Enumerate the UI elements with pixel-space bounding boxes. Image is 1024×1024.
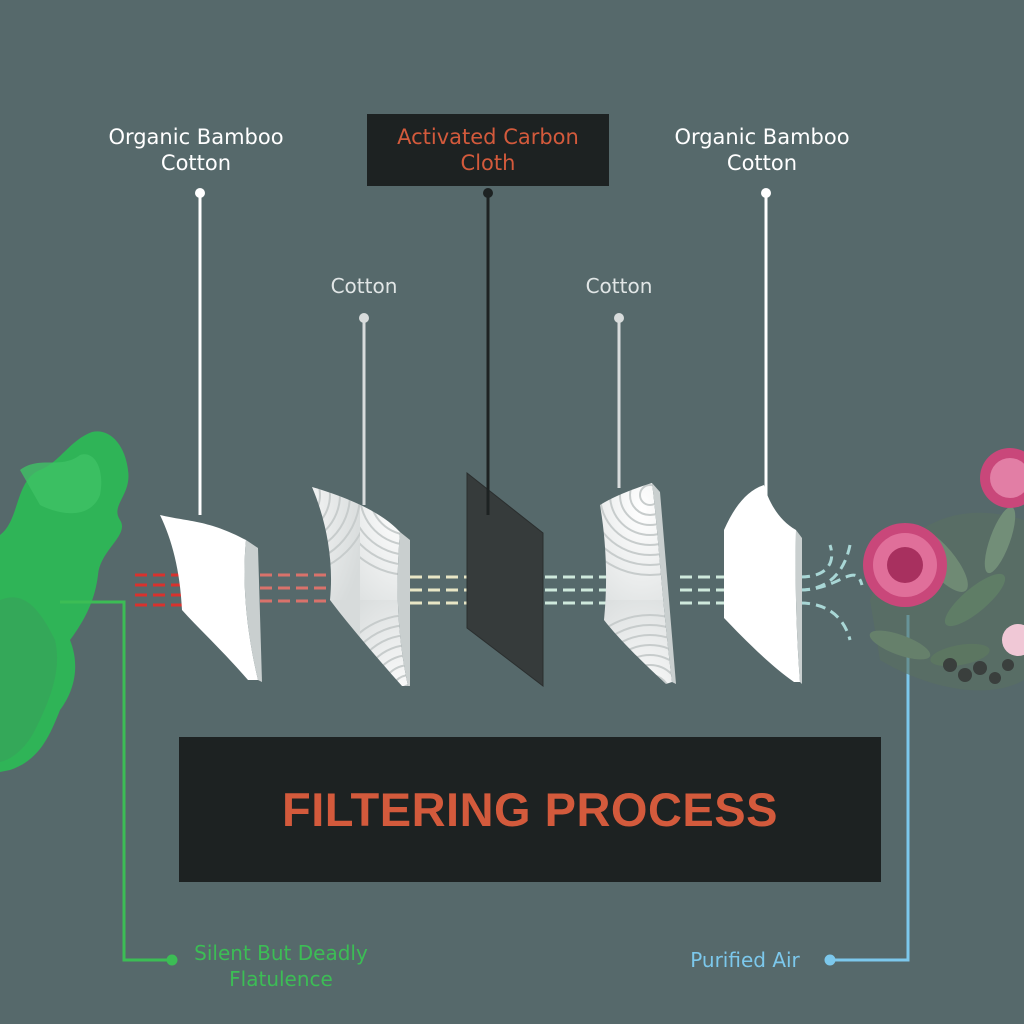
purified-air-curves	[799, 544, 864, 641]
input-label-line2: Flatulence	[229, 967, 333, 991]
layer-label-line1: Organic Bamboo	[108, 125, 284, 149]
flower-bouquet-icon	[863, 448, 1024, 691]
pointer-cotton-1	[359, 313, 369, 505]
pointer-carbon	[483, 188, 493, 515]
input-label-line1: Silent But Deadly	[194, 941, 368, 965]
layer-label-line1: Organic Bamboo	[674, 125, 850, 149]
layer-label-line1: Activated Carbon	[397, 125, 579, 149]
layer-label-line2: Cotton	[160, 151, 232, 175]
layer-label-cotton-2: Cotton	[559, 273, 679, 299]
layer-label-bamboo-1: Organic Bamboo Cotton	[96, 124, 296, 176]
filter-layer-cotton-2	[600, 483, 676, 684]
output-label: Purified Air	[690, 948, 800, 972]
layer-label-carbon: Activated Carbon Cloth	[367, 114, 609, 186]
filter-layer-bamboo-2	[724, 485, 802, 684]
filter-layer-bamboo-1	[160, 515, 262, 682]
input-connector	[60, 600, 178, 966]
layer-label-bamboo-2: Organic Bamboo Cotton	[662, 124, 862, 176]
filter-layer-carbon	[466, 471, 544, 688]
filter-layer-cotton-1	[312, 487, 410, 686]
layer-label-line2: Cotton	[726, 151, 798, 175]
layer-label-line1: Cotton	[330, 274, 398, 298]
pointer-cotton-2	[614, 313, 624, 488]
pointer-bamboo-2	[761, 188, 771, 500]
diagram-title: FILTERING PROCESS	[282, 783, 778, 836]
layer-label-cotton-1: Cotton	[304, 273, 424, 299]
layer-label-line2: Cloth	[460, 151, 516, 175]
pointer-bamboo-1	[195, 188, 205, 515]
input-label: Silent But Deadly Flatulence	[176, 940, 386, 992]
output-connector	[824, 615, 910, 966]
title-panel: FILTERING PROCESS	[179, 737, 881, 882]
layer-label-line1: Cotton	[585, 274, 653, 298]
